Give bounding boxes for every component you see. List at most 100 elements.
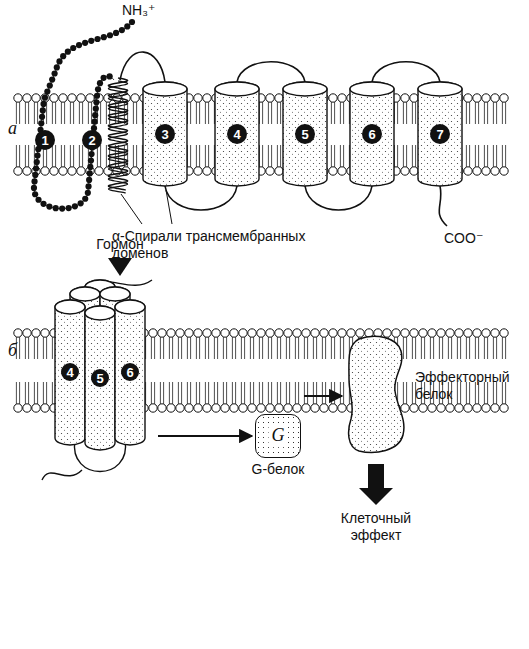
illustration-part xyxy=(44,89,50,95)
illustration-part xyxy=(31,185,37,191)
illustration-part xyxy=(466,102,467,124)
illustration-part xyxy=(169,382,170,404)
illustration-part xyxy=(286,337,287,359)
illustration-part xyxy=(457,382,458,404)
illustration-part xyxy=(406,337,407,359)
illustration-part xyxy=(502,145,503,167)
illustration-part xyxy=(433,337,434,359)
illustration-part xyxy=(25,145,26,167)
illustration-part xyxy=(77,167,85,175)
illustration-part xyxy=(410,167,418,175)
illustration-part xyxy=(172,382,173,404)
illustration-part xyxy=(244,337,245,359)
illustration-part xyxy=(302,329,310,337)
illustration-part xyxy=(167,329,175,337)
illustration-part xyxy=(66,205,72,211)
illustration-part xyxy=(475,145,476,167)
illustration-part xyxy=(329,167,337,175)
leader-line xyxy=(166,190,172,224)
illustration-part xyxy=(473,329,481,337)
illustration-part xyxy=(52,145,53,167)
illustration-part xyxy=(338,94,346,102)
illustration-part xyxy=(55,145,56,167)
illustration-part xyxy=(478,382,479,404)
illustration-part xyxy=(340,145,341,167)
illustration-part xyxy=(149,404,157,412)
illustration-part xyxy=(268,145,269,167)
illustration-part xyxy=(88,157,94,163)
illustration-part xyxy=(158,404,166,412)
illustration-part xyxy=(493,382,494,404)
illustration-part xyxy=(52,102,53,124)
illustration-part xyxy=(271,145,272,167)
illustration-part xyxy=(484,382,485,404)
illustration-part xyxy=(415,337,416,359)
illustration-part xyxy=(266,404,274,412)
illustration-part xyxy=(505,102,506,124)
illustration-part xyxy=(484,102,485,124)
alpha-helix-coil xyxy=(108,81,127,193)
illustration-part xyxy=(419,329,427,337)
illustration-part xyxy=(163,337,164,359)
illustration-part xyxy=(93,99,99,105)
illustration-part xyxy=(50,167,58,175)
illustration-part xyxy=(19,337,20,359)
illustration-part xyxy=(194,94,202,102)
illustration-part xyxy=(283,82,327,96)
receptor-protein: 456 xyxy=(45,280,155,480)
callout-number: 4 xyxy=(227,124,247,144)
illustration-part xyxy=(151,337,152,359)
illustration-part xyxy=(97,80,103,86)
illustration-part xyxy=(482,94,490,102)
illustration-part xyxy=(401,329,409,337)
illustration-part xyxy=(55,300,85,314)
illustration-part xyxy=(37,102,38,124)
hormone-label: Гормон xyxy=(90,236,150,253)
illustration-part xyxy=(338,167,346,175)
illustration-part xyxy=(419,404,427,412)
illustration-part xyxy=(205,102,206,124)
illustration-part xyxy=(85,183,91,189)
illustration-part xyxy=(205,382,206,404)
illustration-part xyxy=(87,164,93,170)
illustration-part xyxy=(455,404,463,412)
illustration-part xyxy=(70,145,71,167)
illustration-part xyxy=(54,64,60,70)
illustration-part xyxy=(194,167,202,175)
illustration-part xyxy=(37,337,38,359)
illustration-part xyxy=(160,382,161,404)
illustration-part xyxy=(487,102,488,124)
illustration-part xyxy=(94,36,100,42)
illustration-part xyxy=(505,145,506,167)
illustration-part xyxy=(19,145,20,167)
illustration-part xyxy=(113,30,119,36)
illustration-part xyxy=(107,73,113,79)
illustration-part xyxy=(42,95,48,101)
illustration-part xyxy=(154,382,155,404)
illustration-part xyxy=(208,102,209,124)
illustration-part xyxy=(187,337,188,359)
effector-outline xyxy=(345,335,407,457)
illustration-part xyxy=(226,382,227,404)
illustration-part xyxy=(16,382,17,404)
illustration-part xyxy=(268,337,269,359)
illustration-part xyxy=(85,306,115,320)
illustration-part xyxy=(496,145,497,167)
illustration-part xyxy=(473,404,481,412)
illustration-part xyxy=(61,102,62,124)
illustration-part xyxy=(41,404,49,412)
illustration-part xyxy=(131,167,139,175)
illustration-part xyxy=(295,337,296,359)
illustration-part xyxy=(334,382,335,404)
illustration-part xyxy=(271,102,272,124)
illustration-part xyxy=(50,94,58,102)
illustration-part xyxy=(14,167,22,175)
illustration-part xyxy=(491,167,499,175)
illustration-part xyxy=(482,404,490,412)
illustration-part xyxy=(437,329,445,337)
illustration-part xyxy=(466,337,467,359)
illustration-part xyxy=(493,145,494,167)
illustration-part xyxy=(167,404,175,412)
illustration-part xyxy=(244,382,245,404)
illustration-part xyxy=(350,82,394,186)
